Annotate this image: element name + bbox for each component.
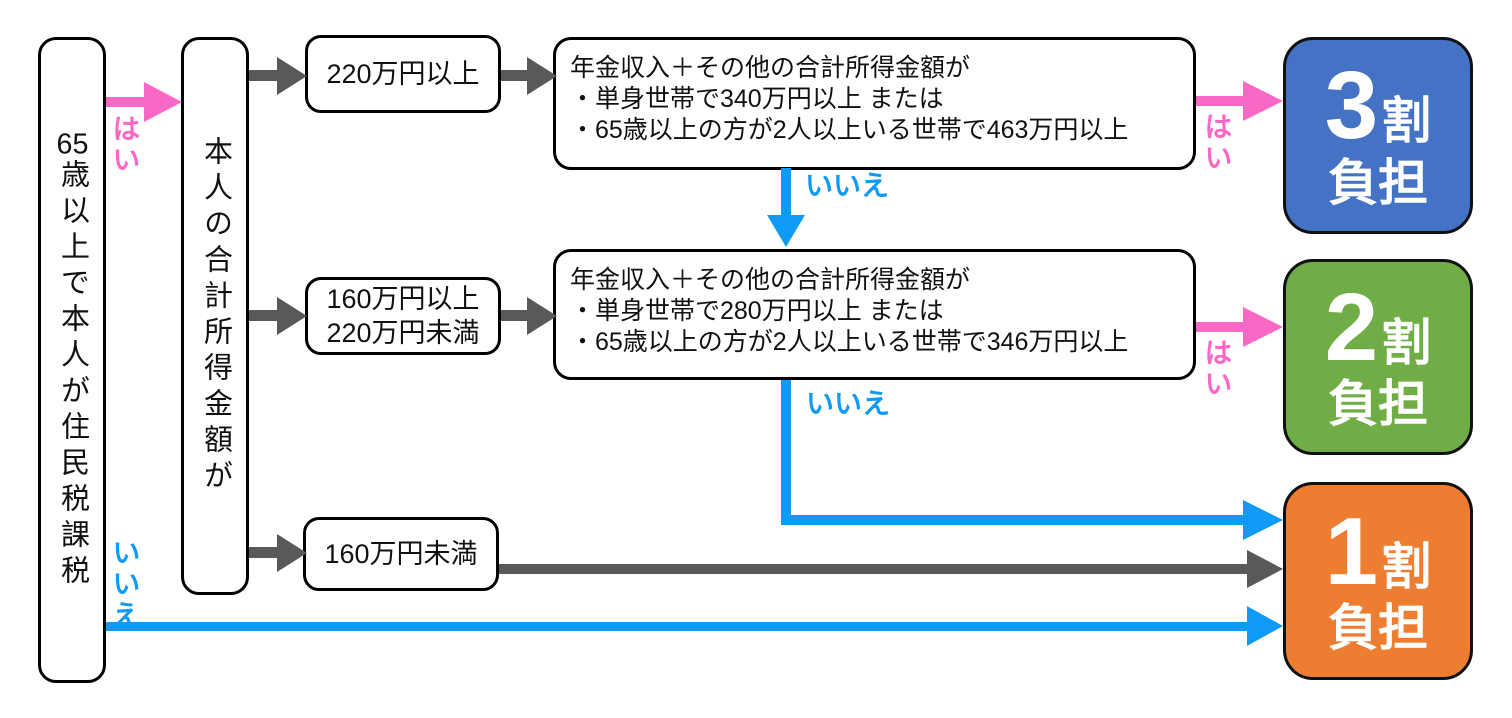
branch-arrow-high2-shaft: [501, 70, 527, 81]
yes-label-start: はい: [109, 114, 141, 176]
yes-label-3: はい: [1201, 112, 1233, 174]
result-2-label: 負担: [1328, 376, 1428, 433]
result-1-number: 1: [1324, 497, 1379, 605]
branch-arrow-mid2-shaft: [501, 310, 527, 321]
condition-2-line1: 年金収入＋その他の合計所得金額が: [570, 266, 971, 294]
start-node-label: 65歳以上で本人が住民税課税: [56, 129, 89, 591]
condition-3-line1: 年金収入＋その他の合計所得金額が: [570, 54, 971, 82]
condition-3-line3: ・65歳以上の方が2人以上いる世帯で463万円以上: [570, 116, 1129, 144]
result-3-label: 負担: [1328, 154, 1428, 211]
branch-mid-node: 160万円以上 220万円未満: [305, 277, 501, 355]
yes-arrow-3-head-icon: [1243, 81, 1283, 121]
yes-label-2: はい: [1201, 338, 1233, 400]
branch-arrow-low2-shaft: [499, 564, 1247, 574]
result-3-unit: 割: [1381, 93, 1432, 150]
branch-arrow-high-head-icon: [277, 57, 307, 95]
result-1-node: 1 割 負担: [1283, 482, 1473, 680]
branch-arrow-mid-shaft: [249, 310, 277, 321]
no-label-cond2: いいえ: [806, 388, 891, 419]
no-arrow-cond2-vshaft: [781, 380, 791, 525]
result-3-node: 3 割 負担: [1283, 37, 1473, 234]
branch-mid-label-line2: 220万円未満: [326, 318, 480, 348]
branch-arrow-low2-head-icon: [1247, 550, 1283, 588]
yes-arrow-start-head-icon: [144, 82, 182, 122]
result-2-row1: 2 割: [1324, 273, 1432, 381]
condition-2-line2: ・単身世帯で280万円以上 または: [570, 297, 944, 325]
branch-arrow-low-shaft: [249, 547, 277, 558]
branch-high-label: 220万円以上: [326, 59, 480, 89]
start-node: 65歳以上で本人が住民税課税: [38, 37, 106, 683]
condition-2-line3: ・65歳以上の方が2人以上いる世帯で346万円以上: [570, 328, 1129, 356]
no-label-start: いいえ: [109, 538, 141, 631]
branch-high-node: 220万円以上: [305, 35, 501, 113]
no-label-cond3: いいえ: [805, 170, 890, 201]
branch-low-node: 160万円未満: [303, 517, 499, 591]
no-arrow-cond3-shaft: [781, 168, 791, 215]
result-2-number: 2: [1324, 273, 1379, 381]
no-arrow-cond2-hshaft: [781, 515, 1243, 525]
result-1-row1: 1 割: [1324, 497, 1432, 605]
branch-arrow-low-head-icon: [277, 534, 307, 572]
income-node: 本人の合計所得金額が: [181, 37, 249, 595]
condition-3-node: 年金収入＋その他の合計所得金額が ・単身世帯で340万円以上 または ・65歳以…: [553, 37, 1196, 170]
no-arrow-start-head-icon: [1247, 606, 1283, 646]
condition-2-node: 年金収入＋その他の合計所得金額が ・単身世帯で280万円以上 または ・65歳以…: [553, 249, 1196, 380]
result-2-unit: 割: [1381, 314, 1432, 371]
yes-arrow-2-shaft: [1196, 322, 1243, 332]
branch-arrow-mid2-head-icon: [527, 297, 557, 335]
yes-arrow-2-head-icon: [1243, 307, 1283, 347]
condition-3-line2: ・単身世帯で340万円以上 または: [570, 85, 944, 113]
yes-arrow-3-shaft: [1196, 96, 1243, 106]
branch-mid-label-line1: 160万円以上: [326, 284, 480, 314]
result-1-unit: 割: [1381, 538, 1432, 595]
branch-low-label: 160万円未満: [324, 539, 478, 569]
branch-arrow-high-shaft: [249, 70, 277, 81]
result-3-number: 3: [1324, 52, 1379, 160]
yes-arrow-start-shaft: [106, 97, 144, 107]
result-2-node: 2 割 負担: [1283, 259, 1473, 455]
no-arrow-cond2-head-icon: [1243, 500, 1283, 540]
income-node-label: 本人の合計所得金額が: [199, 136, 232, 496]
branch-arrow-mid-head-icon: [277, 297, 307, 335]
no-arrow-cond3-head-icon: [767, 215, 805, 247]
branch-arrow-high2-head-icon: [527, 57, 557, 95]
no-arrow-start-shaft: [106, 622, 1247, 631]
result-3-row1: 3 割: [1324, 52, 1432, 160]
result-1-label: 負担: [1328, 600, 1428, 657]
